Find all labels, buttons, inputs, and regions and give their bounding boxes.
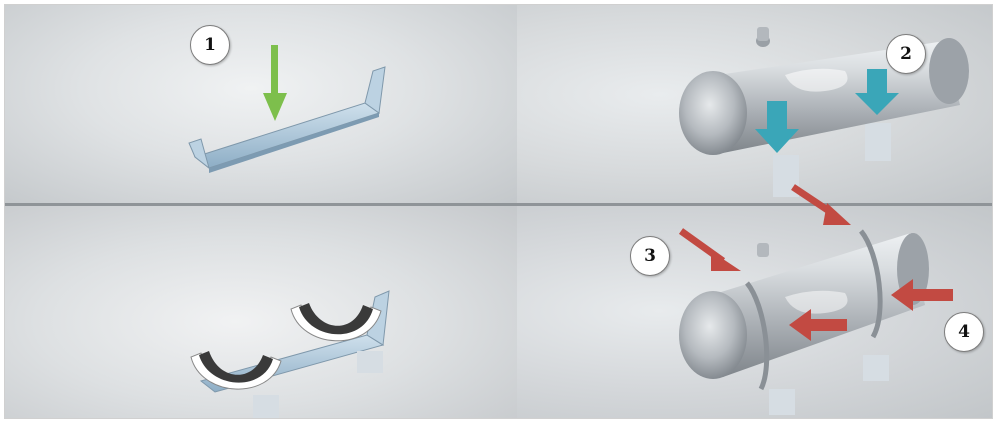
- callout-step-1: 1: [190, 25, 230, 65]
- green-down-arrow: [263, 45, 287, 121]
- callout-step-2: 2: [886, 34, 926, 74]
- diagram-artwork: [5, 5, 992, 418]
- red-arrow-link: [793, 187, 851, 225]
- bracket-step1: [189, 67, 385, 173]
- bracket-with-strips: [191, 291, 389, 418]
- callout-step-4: 4: [944, 312, 984, 352]
- assembly-diagram: 1 2 3 4: [4, 4, 993, 419]
- red-arrow-3: [681, 231, 741, 271]
- callout-step-3: 3: [630, 236, 670, 276]
